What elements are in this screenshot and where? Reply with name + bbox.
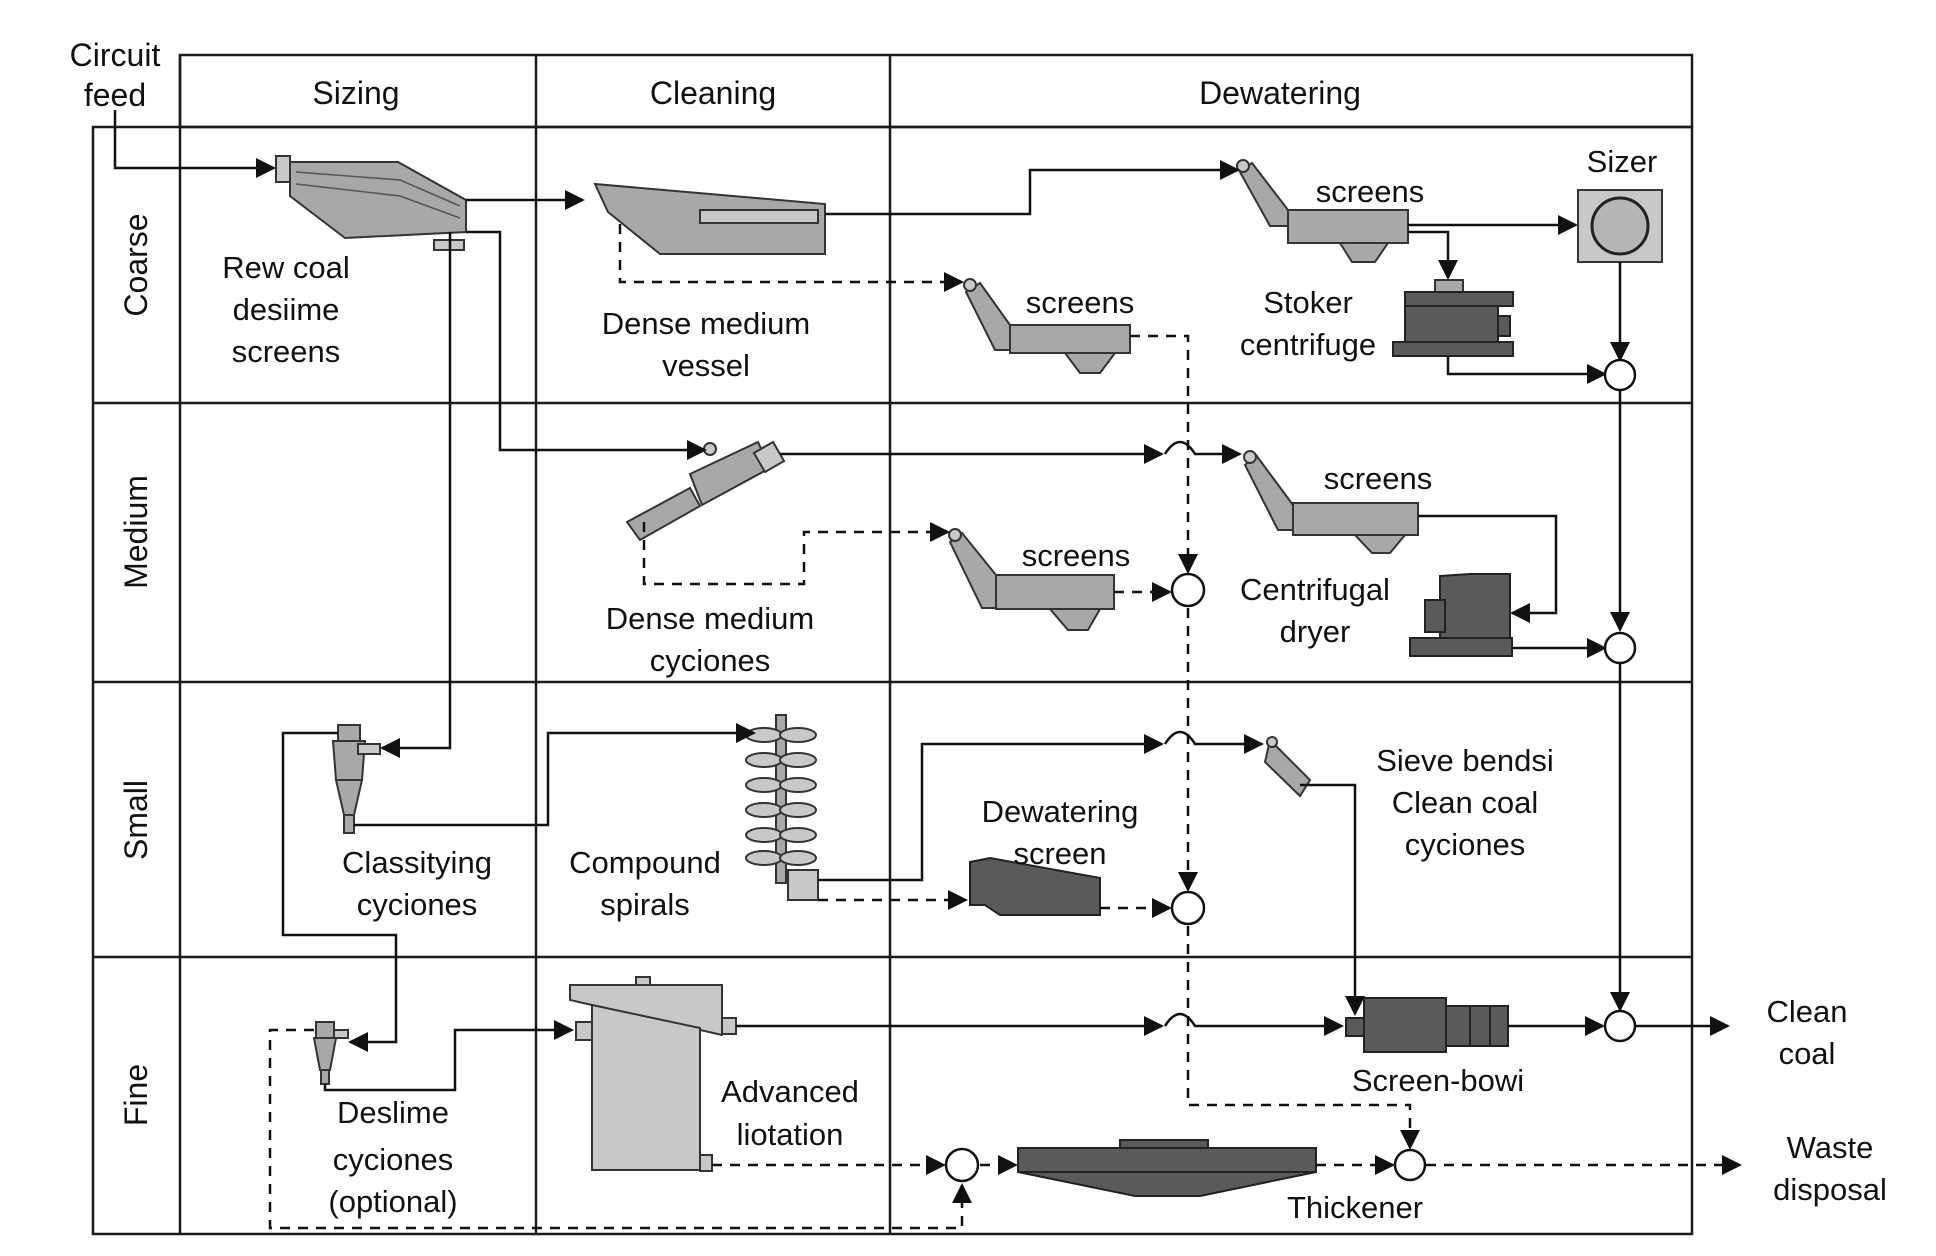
screen-bowl-centrifuge-icon [1345,997,1509,1053]
medium-screens-low-label: screens [1022,538,1131,573]
thickener-icon [1017,1139,1317,1197]
stoker-label-2: centrifuge [1240,327,1376,362]
dm-vessel-label-1: Dense medium [602,306,810,341]
dashed-flow-lines [268,224,1742,1230]
raw-coal-label-2: desiime [233,292,340,327]
waste-disposal-label-1: Waste [1787,1130,1874,1165]
centrifugal-dryer-label-1: Centrifugal [1240,572,1390,607]
centrifugal-dryer-icon [1409,573,1513,657]
clean-coal-label-2: coal [1779,1036,1836,1071]
centrifugal-dryer-label-2: dryer [1280,614,1351,649]
circuit-feed-label-2: feed [84,77,146,113]
row-label-small: Small [118,780,154,860]
deslime-cyclones-label-2: cyciones [333,1142,454,1177]
medium-screen-low-icon [948,528,1115,631]
classifying-cyclones-label-2: cyciones [357,887,478,922]
coarse-screens-top-label: screens [1316,174,1425,209]
medium-screen-top-icon [1243,450,1419,554]
advanced-flotation-label-2: liotation [737,1117,844,1152]
deslime-cyclones-label-3: (optional) [328,1184,457,1219]
row-label-fine: Fine [118,1064,154,1126]
compound-spirals-label-1: Compound [569,845,721,880]
advanced-flotation-icon [569,976,737,1172]
junction-node [1603,631,1637,665]
dewatering-screen-label-2: screen [1013,836,1106,871]
coarse-screen-top-icon [1236,159,1409,263]
classifying-cyclones-label-1: Classitying [342,845,492,880]
junction-node [1170,890,1206,926]
stoker-label-1: Stoker [1263,285,1353,320]
dewatering-screen-icon [969,856,1101,916]
header-cleaning: Cleaning [650,75,776,111]
junction-nodes [944,358,1637,1183]
waste-disposal-label-2: disposal [1773,1172,1887,1207]
coarse-screen-mid-icon [963,278,1131,374]
sizer-icon [1577,189,1663,263]
junction-node [1603,1009,1637,1043]
row-label-medium: Medium [118,475,154,589]
deslime-cyclones-label-1: Deslime [337,1095,449,1130]
dense-medium-vessel-icon [593,182,826,255]
junction-node [944,1147,980,1183]
junction-node [1603,358,1637,392]
stoker-centrifuge-icon [1392,279,1514,357]
circuit-feed-label-1: Circuit [70,37,161,73]
coarse-screens-mid-label: screens [1026,285,1135,320]
junction-node [1393,1148,1427,1182]
sieve-bends-label-2: Clean coal [1392,785,1538,820]
compound-spirals-icon [745,714,819,901]
sieve-bend-icon [1263,736,1312,798]
dm-vessel-label-2: vessel [662,348,750,383]
dense-medium-cyclone-icon [625,440,786,542]
junction-node [1170,572,1206,608]
classifying-cyclone-icon [331,724,381,834]
raw-coal-deslime-screen-icon [275,155,467,251]
dewatering-screen-label-1: Dewatering [982,794,1139,829]
header-sizing: Sizing [312,75,399,111]
raw-coal-label-1: Rew coal [222,250,350,285]
header-dewatering: Dewatering [1199,75,1361,111]
dm-cyclones-label-1: Dense medium [606,601,814,636]
table-grid [91,53,1694,1236]
sieve-bends-label-1: Sieve bendsi [1376,743,1554,778]
sizer-label: Sizer [1587,144,1658,179]
medium-screens-top-label: screens [1324,461,1433,496]
sieve-bends-label-3: cyciones [1405,827,1526,862]
row-label-coarse: Coarse [118,213,154,316]
advanced-flotation-label-1: Advanced [721,1074,859,1109]
deslime-cyclone-icon [312,1021,349,1085]
compound-spirals-label-2: spirals [600,887,690,922]
screen-bowl-label: Screen-bowi [1352,1063,1524,1098]
clean-coal-label-1: Clean [1767,994,1848,1029]
dm-cyclones-label-2: cyciones [650,643,771,678]
thickener-label: Thickener [1287,1190,1423,1225]
raw-coal-label-3: screens [232,334,341,369]
solid-flow-lines [113,110,1730,1092]
